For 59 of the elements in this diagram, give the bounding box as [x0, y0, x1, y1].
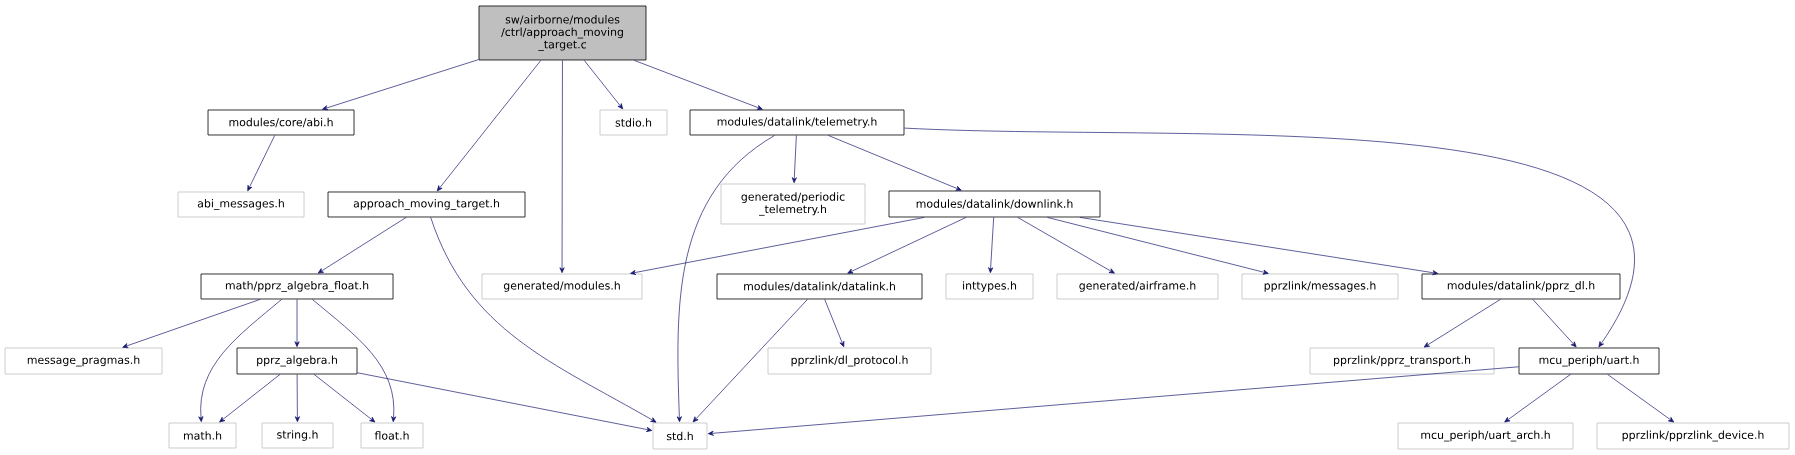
arrow [430, 217, 657, 423]
header-file-box: std.h [652, 422, 708, 450]
arrow [904, 127, 1633, 348]
header-file-box: pprzlink/messages.h [1241, 273, 1399, 300]
arrow [122, 299, 261, 349]
arrow [1423, 299, 1501, 348]
header-file-box: modules/datalink/pprz_dl.h [1421, 273, 1621, 300]
header-file-box: mcu_periph/uart.h [1518, 347, 1660, 375]
arrow [847, 217, 967, 274]
header-file-box: modules/core/abi.h [207, 109, 355, 136]
source-file-box: sw/airborne/modules /ctrl/approach_moving _target.c [478, 5, 647, 61]
arrow [791, 135, 797, 184]
arrow [630, 217, 925, 275]
arrow [1079, 217, 1439, 276]
header-file-box: message_pragmas.h [4, 347, 163, 375]
header-file-box: math/pprz_algebra_float.h [200, 273, 394, 300]
arrow [633, 60, 763, 110]
header-file-box: modules/datalink/telemetry.h [689, 109, 905, 136]
arrow [1504, 374, 1571, 423]
header-file-box: pprzlink/dl_protocol.h [767, 347, 932, 375]
header-file-box: generated/airframe.h [1056, 273, 1219, 300]
header-file-box: generated/modules.h [481, 273, 643, 300]
arrow [219, 374, 281, 423]
header-file-box: modules/datalink/datalink.h [716, 273, 923, 300]
arrow [1047, 217, 1269, 275]
arrow [294, 299, 300, 348]
arrow [824, 299, 845, 348]
header-file-box: modules/datalink/downlink.h [888, 190, 1101, 218]
header-file-box: float.h [360, 422, 424, 449]
header-file-box: abi_messages.h [177, 191, 305, 218]
arrow [357, 372, 653, 432]
arrow [322, 59, 479, 111]
arrow [313, 374, 376, 423]
arrow [1532, 299, 1577, 348]
arrow [988, 217, 995, 274]
arrow [247, 135, 276, 192]
header-file-box: approach_moving_target.h [327, 191, 526, 218]
arrow [692, 299, 808, 423]
arrow [676, 135, 776, 423]
arrow [1017, 217, 1115, 274]
header-file-box: inttypes.h [945, 273, 1034, 300]
arrow [1607, 374, 1675, 423]
header-file-box: math.h [168, 422, 237, 449]
arrow [583, 60, 624, 110]
header-file-box: pprzlink/pprz_transport.h [1309, 347, 1495, 375]
arrow [294, 374, 300, 423]
header-file-box: stdio.h [599, 109, 668, 136]
arrow [707, 366, 1519, 436]
arrow [559, 60, 565, 274]
arrow [312, 299, 397, 423]
header-file-box: generated/periodic _telemetry.h [720, 183, 866, 225]
arrow [198, 299, 282, 423]
arrow [827, 135, 962, 191]
header-file-box: string.h [261, 422, 334, 449]
header-file-box: pprzlink/pprzlink_device.h [1596, 422, 1790, 450]
arrow [317, 217, 407, 274]
arrow [436, 60, 542, 192]
header-file-box: mcu_periph/uart_arch.h [1397, 422, 1574, 450]
header-file-box: pprz_algebra.h [236, 347, 358, 375]
